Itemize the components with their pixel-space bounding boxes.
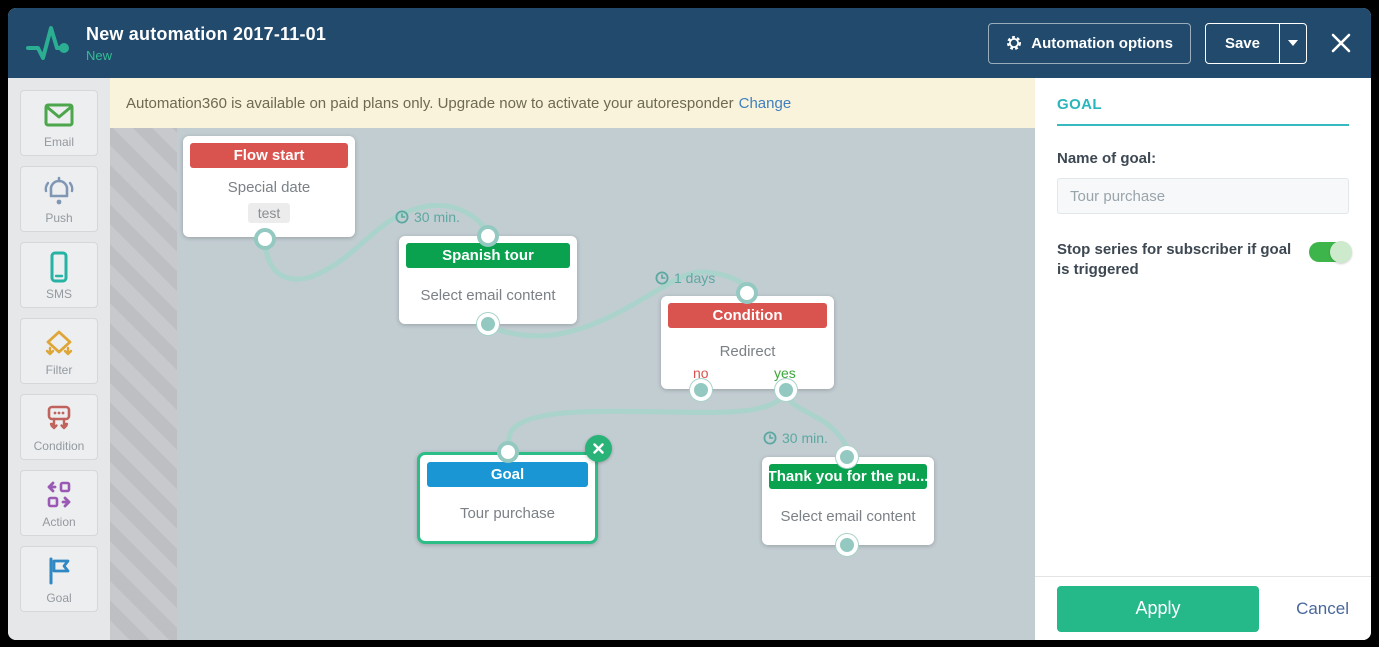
goal-name-input[interactable] <box>1057 178 1349 214</box>
automation-status: New <box>86 47 113 63</box>
pulse-logo-icon <box>26 26 69 60</box>
delay-text: 30 min. <box>414 209 460 225</box>
save-button[interactable]: Save <box>1224 34 1260 52</box>
goal-name-label: Name of goal: <box>1057 150 1157 167</box>
port-condition-yes[interactable] <box>775 379 797 401</box>
wire-flowstart-spanishtour <box>262 202 491 282</box>
close-icon <box>593 443 604 454</box>
sidebar-item-condition[interactable]: Condition <box>20 394 98 460</box>
stop-series-label: Stop series for subscriber if goal is tr… <box>1057 241 1292 279</box>
change-link[interactable]: Change <box>738 94 792 112</box>
element-palette-sidebar: Email Push SMS <box>8 78 110 640</box>
port-spanish-out[interactable] <box>477 313 499 335</box>
port-condition-in[interactable] <box>736 282 758 304</box>
push-bell-icon <box>44 176 74 204</box>
chevron-down-icon <box>1288 40 1298 46</box>
sidebar-item-label: Goal <box>46 590 72 605</box>
sidebar-item-label: Push <box>45 210 73 225</box>
automation-builder-window: New automation 2017-11-01 New Automation… <box>8 8 1371 640</box>
delay-label: 30 min. <box>763 430 828 446</box>
email-envelope-icon <box>44 103 74 126</box>
panel-title: GOAL <box>1057 96 1102 113</box>
sidebar-item-label: SMS <box>45 286 72 301</box>
wire-conditionyes-goal <box>505 391 789 453</box>
node-spanish-tour[interactable]: Spanish tour Select email content <box>399 236 577 324</box>
node-header: Spanish tour <box>406 243 570 268</box>
node-chip: test <box>247 203 291 223</box>
branch-yes-label: yes <box>774 365 796 381</box>
save-split-button: Save <box>1204 22 1307 64</box>
node-body-text: Redirect <box>719 342 776 360</box>
delay-label: 30 min. <box>395 209 460 225</box>
delay-text: 1 days <box>674 270 716 286</box>
clock-icon <box>655 271 669 285</box>
flow-canvas[interactable]: Automation360 is available on paid plans… <box>110 78 1035 640</box>
node-goal[interactable]: Goal Tour purchase <box>417 452 598 544</box>
node-body-text: Tour purchase <box>459 504 556 522</box>
apply-button[interactable]: Apply <box>1057 585 1259 632</box>
goal-flag-icon <box>49 557 70 584</box>
filter-diamond-icon <box>45 330 73 355</box>
automation-options-label: Automation options <box>1031 34 1173 52</box>
port-flow-start-out[interactable] <box>254 228 276 250</box>
node-header: Condition <box>668 303 827 328</box>
clock-icon <box>763 431 777 445</box>
goal-settings-panel: GOAL Name of goal: Stop series for subsc… <box>1035 78 1371 640</box>
port-spanish-in[interactable] <box>477 225 499 247</box>
sidebar-item-label: Action <box>42 514 76 529</box>
sidebar-item-filter[interactable]: Filter <box>20 318 98 384</box>
node-flow-start[interactable]: Flow start Special date test <box>183 136 355 237</box>
canvas-margin-hatch <box>110 128 177 640</box>
header-bar: New automation 2017-11-01 New Automation… <box>8 8 1371 78</box>
delete-node-button[interactable] <box>585 435 612 462</box>
sidebar-item-label: Filter <box>45 362 73 377</box>
sidebar-item-push[interactable]: Push <box>20 166 98 232</box>
stop-series-toggle[interactable] <box>1309 241 1352 263</box>
automation-title: New automation 2017-11-01 <box>86 23 327 44</box>
flow-connections <box>262 202 850 458</box>
port-thankyou-in[interactable] <box>836 446 858 468</box>
sms-phone-icon <box>50 251 68 282</box>
port-goal-in[interactable] <box>497 441 519 463</box>
port-thankyou-out[interactable] <box>836 534 858 556</box>
panel-title-rule <box>1057 124 1349 126</box>
node-body-text: Select email content <box>420 286 556 304</box>
node-condition[interactable]: Condition Redirect no yes <box>661 296 834 389</box>
node-header: Flow start <box>190 143 348 168</box>
panel-footer: Apply Cancel <box>1035 576 1371 640</box>
port-condition-no[interactable] <box>690 379 712 401</box>
node-header: Goal <box>427 462 588 487</box>
upgrade-banner: Automation360 is available on paid plans… <box>110 78 1035 128</box>
wire-spanishtour-condition <box>485 269 750 339</box>
sidebar-item-label: Email <box>43 134 74 149</box>
sidebar-item-label: Condition <box>33 438 85 453</box>
upgrade-banner-text: Automation360 is available on paid plans… <box>126 94 734 112</box>
delay-text: 30 min. <box>782 430 828 446</box>
condition-branch-icon <box>47 405 71 429</box>
action-arrows-icon <box>47 481 71 507</box>
close-button[interactable] <box>1329 31 1353 55</box>
sidebar-item-goal[interactable]: Goal <box>20 546 98 612</box>
branch-no-label: no <box>693 365 709 381</box>
node-body-text: Special date <box>227 179 311 196</box>
save-dropdown-button[interactable] <box>1279 23 1306 63</box>
toggle-knob <box>1330 241 1352 263</box>
node-body-text: Select email content <box>780 507 916 525</box>
sidebar-item-action[interactable]: Action <box>20 470 98 536</box>
sidebar-item-sms[interactable]: SMS <box>20 242 98 308</box>
close-icon <box>1331 33 1351 53</box>
cancel-button[interactable]: Cancel <box>1296 598 1349 618</box>
delay-label: 1 days <box>655 270 715 286</box>
clock-icon <box>395 210 409 224</box>
gear-icon <box>1007 35 1022 51</box>
automation-options-button[interactable]: Automation options <box>988 22 1191 64</box>
node-header: Thank you for the pu... <box>769 464 927 489</box>
sidebar-item-email[interactable]: Email <box>20 90 98 156</box>
node-thank-you[interactable]: Thank you for the pu... Select email con… <box>762 457 934 545</box>
